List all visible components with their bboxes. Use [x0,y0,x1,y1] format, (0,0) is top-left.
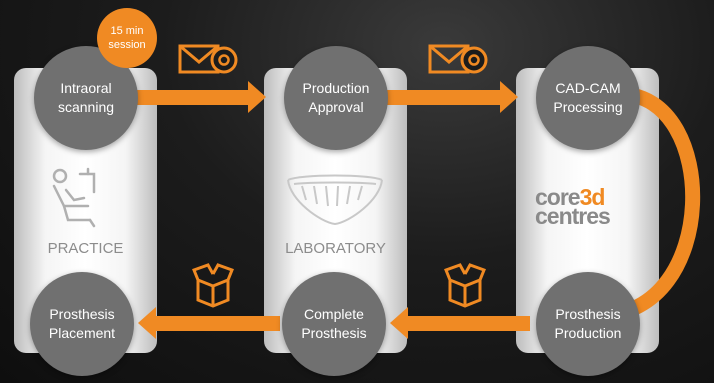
arrow-production-to-complete [390,307,530,339]
step-complete-prosthesis: Complete Prosthesis [282,272,386,376]
dentures-icon [287,174,383,226]
dental-chair-icon [52,167,96,228]
curved-arrow [600,86,701,323]
step-cadcam-processing: CAD-CAM Processing [536,46,640,150]
arrow-scan-to-approval [132,81,266,113]
session-duration-badge: 15 min session [97,8,157,68]
box-icon [444,263,486,308]
practice-label: PRACTICE [47,240,124,257]
laboratory-label: LABORATORY [285,240,386,257]
box-icon [192,263,234,308]
step-prosthesis-production: Prosthesis Production [536,272,640,376]
step-prosthesis-placement: Prosthesis Placement [30,272,134,376]
step-production-approval: Production Approval [284,46,388,150]
email-icon [428,44,488,74]
core3d-logo: core3d centres [535,184,611,229]
email-icon [178,44,238,74]
arrow-approval-to-cadcam [384,81,518,113]
arrow-complete-to-placement [138,307,280,339]
